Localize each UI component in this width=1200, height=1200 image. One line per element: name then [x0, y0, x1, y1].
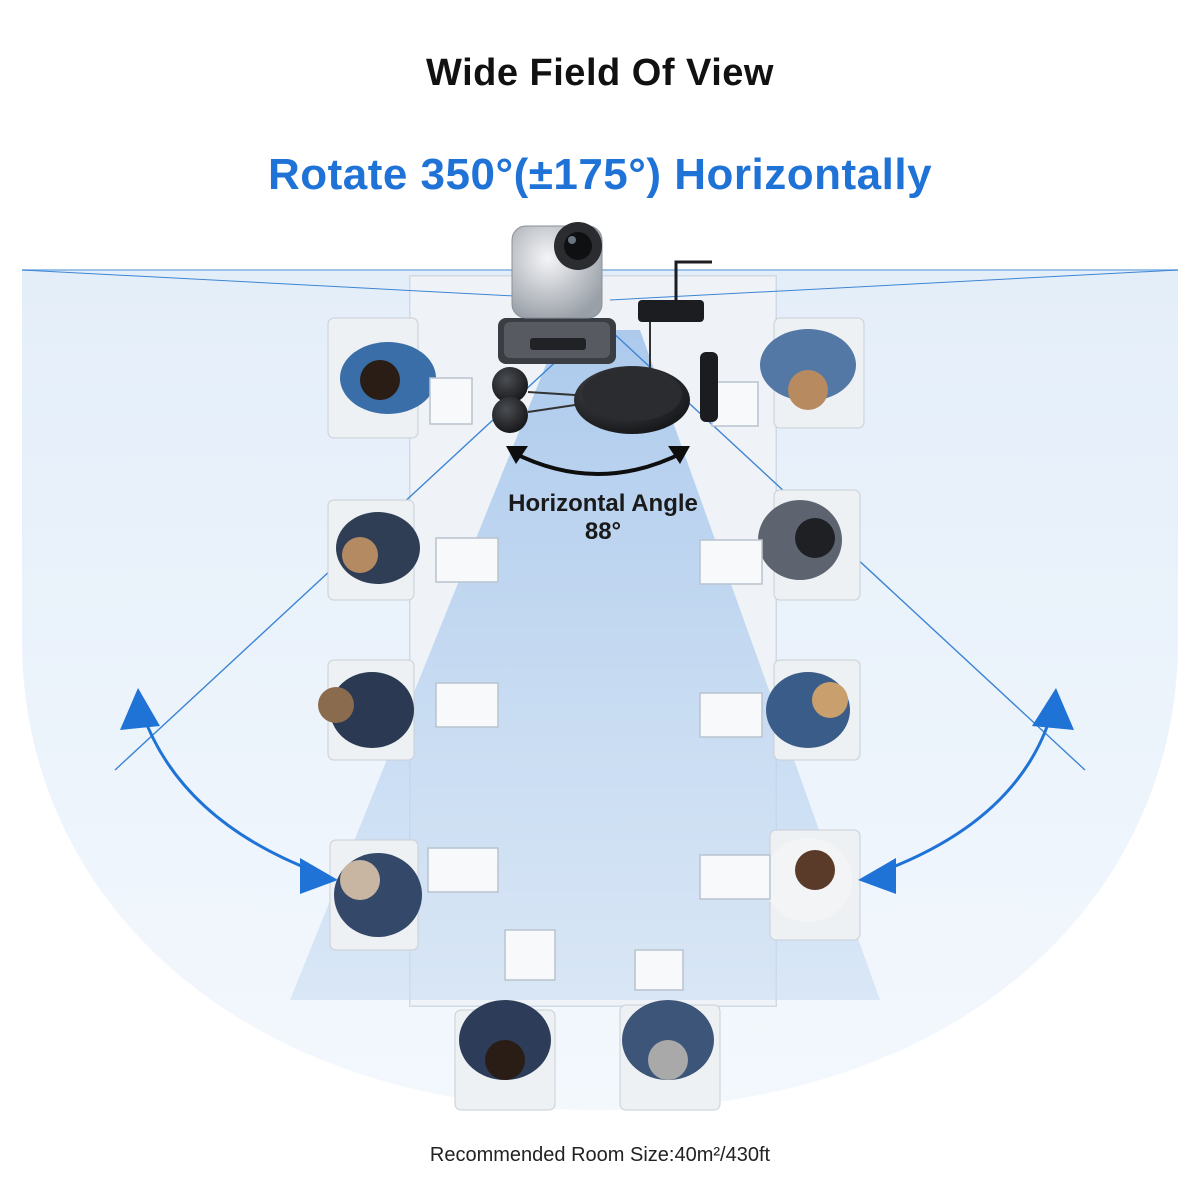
hub-box-icon: [638, 260, 712, 368]
page-title: Wide Field Of View: [426, 52, 774, 94]
horizontal-angle-label: Horizontal Angle 88°: [468, 490, 738, 546]
speakerphone-icon: [492, 352, 718, 434]
horizontal-angle-beam: [290, 330, 880, 1000]
participants-right: [619, 317, 865, 1111]
horizontal-angle-arrow-icon: [511, 450, 685, 476]
rotate-arrow-right-icon: [858, 688, 1074, 894]
angle-label-line2: 88°: [584, 518, 622, 545]
ptz-camera-icon: [498, 222, 616, 364]
participants-left: [318, 317, 556, 1111]
recommended-room-size: Recommended Room Size:40m²/430ft: [429, 1144, 771, 1166]
angle-label-line1: Horizontal Angle: [508, 490, 698, 517]
rotation-subtitle: Rotate 350°(±175°) Horizontally: [267, 150, 933, 199]
rotate-arrow-left-icon: [120, 688, 338, 894]
